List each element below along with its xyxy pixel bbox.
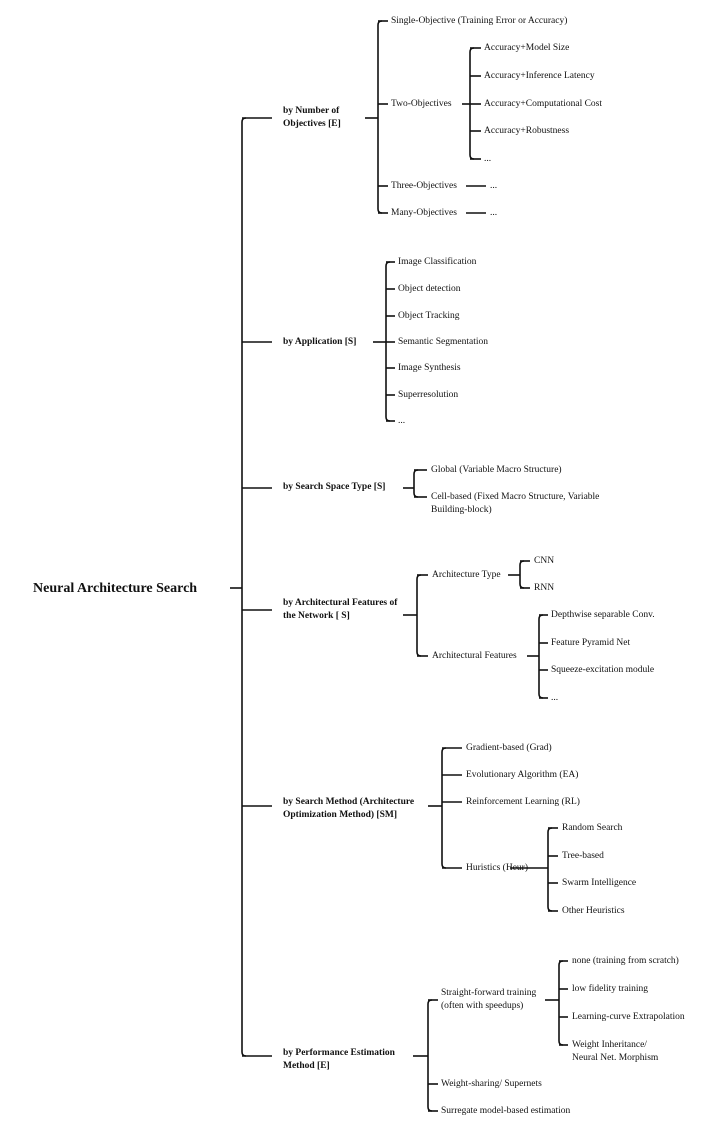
heuristics-item: Swarm Intelligence (562, 878, 637, 888)
search-method-item: Evolutionary Algorithm (EA) (466, 770, 579, 780)
arch-type-label: Architecture Type (432, 570, 501, 580)
arch-features-item: Feature Pyramid Net (551, 638, 631, 648)
objectives-three-item: ... (490, 181, 498, 191)
bracket-spine (519, 560, 525, 589)
arch-features-label: Architectural Features (432, 651, 517, 661)
category-arch-features: by Architectural Features of the Network… (283, 598, 398, 621)
heuristics-item: Tree-based (562, 851, 604, 861)
surrogate-label: Surregate model-based estimation (441, 1106, 571, 1116)
objectives-two: Two-Objectives (391, 99, 452, 109)
category-perf-estimation: by Performance Estimation Method [E] (283, 1048, 395, 1071)
straight-forward-item: Weight Inheritance/ Neural Net. Morphism (572, 1040, 659, 1063)
application-item: Object detection (398, 284, 461, 294)
bracket-spine (558, 960, 564, 1046)
application-item: Semantic Segmentation (398, 337, 488, 347)
straight-forward-label: Straight-forward training (often with sp… (441, 988, 537, 1011)
straight-forward-item: Learning-curve Extrapolation (572, 1012, 685, 1022)
bracket-spine (377, 20, 383, 214)
bracket-spine (416, 574, 422, 657)
arch-features-item: ... (551, 693, 559, 703)
objectives-two-item: Accuracy+Inference Latency (484, 71, 595, 81)
category-application: by Application [S] (283, 337, 357, 347)
category-search-space: by Search Space Type [S] (283, 482, 386, 492)
straight-forward-item: none (training from scratch) (572, 956, 679, 966)
objectives-two-item: Accuracy+Robustness (484, 126, 570, 136)
objectives-two-item: Accuracy+Model Size (484, 43, 570, 53)
category-objectives: by Number of Objectives [E] (283, 106, 341, 129)
objectives-single: Single-Objective (Training Error or Accu… (391, 16, 568, 26)
straight-forward-item: low fidelity training (572, 984, 648, 994)
application-item: ... (398, 416, 406, 426)
objectives-three: Three-Objectives (391, 181, 457, 191)
arch-type-item: RNN (534, 583, 555, 593)
bracket-spine (538, 614, 544, 699)
arch-features-item: Squeeze-excitation module (551, 665, 655, 675)
application-item: Image Classification (398, 257, 477, 267)
heuristics-item: Random Search (562, 823, 623, 833)
search-space-item: Global (Variable Macro Structure) (431, 465, 562, 475)
arch-type-item: CNN (534, 556, 555, 566)
application-item: Superresolution (398, 390, 459, 400)
bracket-spine (241, 117, 247, 1057)
application-item: Image Synthesis (398, 363, 461, 373)
search-method-item: Reinforcement Learning (RL) (466, 797, 580, 807)
objectives-two-item: Accuracy+Computational Cost (484, 99, 603, 109)
category-search-method: by Search Method (Architecture Optimizat… (283, 797, 415, 820)
objectives-two-item: ... (484, 154, 492, 164)
weight-sharing-label: Weight-sharing/ Supernets (441, 1079, 542, 1089)
objectives-many-item: ... (490, 208, 498, 218)
search-space-item: Cell-based (Fixed Macro Structure, Varia… (431, 492, 600, 515)
objectives-many: Many-Objectives (391, 208, 457, 218)
heuristics-label: Huristics (Heur) (466, 863, 528, 873)
root-label: Neural Architecture Search (33, 581, 198, 596)
heuristics-item: Other Heuristics (562, 906, 625, 916)
application-item: Object Tracking (398, 311, 460, 321)
arch-features-item: Depthwise separable Conv. (551, 610, 655, 620)
search-method-item: Gradient-based (Grad) (466, 743, 552, 753)
bracket-spine (441, 747, 447, 869)
bracket-spine (413, 469, 419, 498)
bracket-spine (427, 999, 433, 1112)
bracket-spine (547, 827, 553, 912)
